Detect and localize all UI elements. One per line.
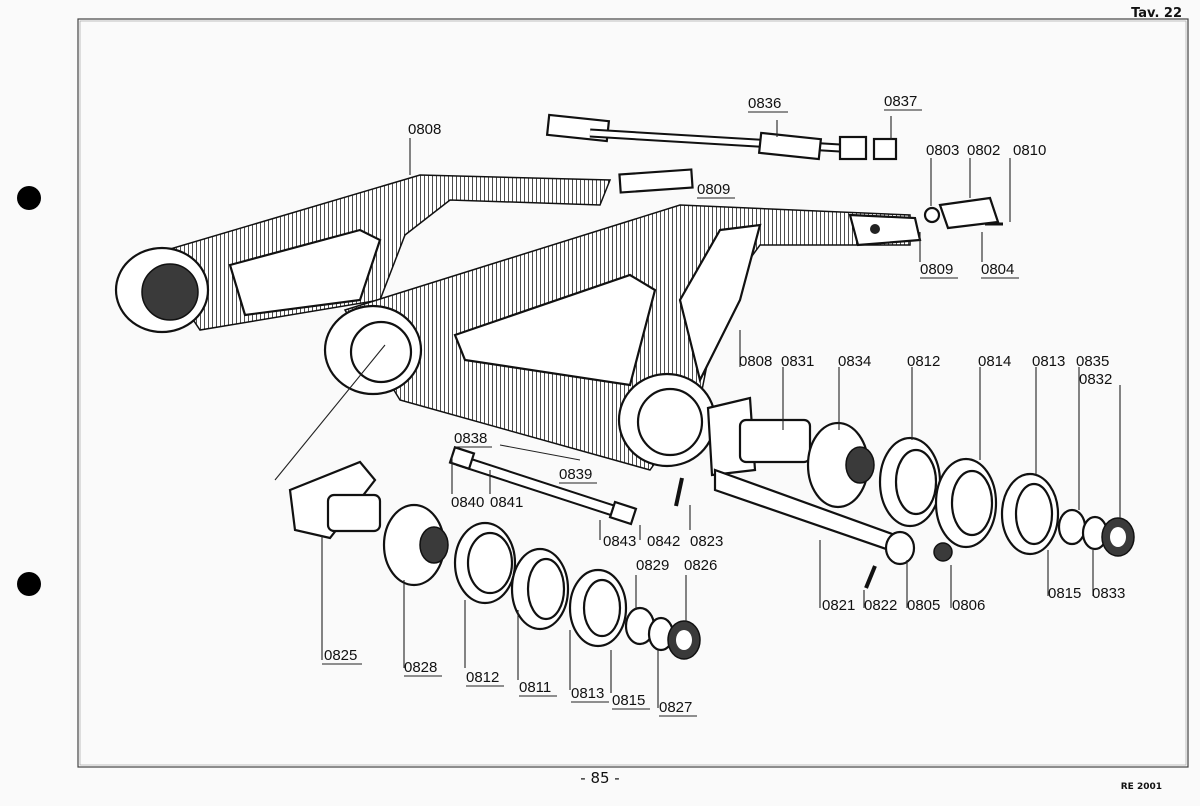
callout-0835: 0835 xyxy=(1076,353,1109,370)
left-hub-assembly xyxy=(288,460,701,660)
callout-0804: 0804 xyxy=(981,261,1014,278)
callout-0825: 0825 xyxy=(324,647,357,664)
right-hub-assembly xyxy=(674,396,1135,589)
leader-lines xyxy=(274,116,1121,708)
callout-0840: 0840 xyxy=(451,494,484,511)
callout-0831: 0831 xyxy=(781,353,814,370)
callout-0810: 0810 xyxy=(1013,142,1046,159)
callout-0812-left: 0812 xyxy=(466,669,499,686)
callout-0811: 0811 xyxy=(519,679,551,696)
document-code: RE 2001 xyxy=(1120,782,1162,792)
callout-0802: 0802 xyxy=(967,142,1000,159)
callout-0822: 0822 xyxy=(864,597,897,614)
callout-0805: 0805 xyxy=(907,597,940,614)
callout-0812-right: 0812 xyxy=(907,353,940,370)
callout-0843: 0843 xyxy=(603,533,636,550)
callout-0832: 0832 xyxy=(1079,371,1112,388)
callout-0808-top: 0808 xyxy=(408,121,441,138)
shaft-0839 xyxy=(448,445,638,526)
callout-0838: 0838 xyxy=(454,430,487,447)
callout-0837: 0837 xyxy=(884,93,917,110)
binder-hole-top xyxy=(17,186,41,210)
callout-0813-left: 0813 xyxy=(571,685,604,702)
callout-0842: 0842 xyxy=(647,533,680,550)
link-rod-0836 xyxy=(545,113,898,161)
callout-0839: 0839 xyxy=(559,466,592,483)
callout-0836: 0836 xyxy=(748,95,781,112)
callout-0823: 0823 xyxy=(690,533,723,550)
callout-0829: 0829 xyxy=(636,557,669,574)
callout-0809-right: 0809 xyxy=(920,261,953,278)
callout-0809-top: 0809 xyxy=(697,181,730,198)
page-frame xyxy=(77,18,1189,768)
callout-0808-mid: 0808 xyxy=(739,353,772,370)
callout-0803: 0803 xyxy=(926,142,959,159)
callout-0806: 0806 xyxy=(952,597,985,614)
callout-0834: 0834 xyxy=(838,353,871,370)
swingarm-drawing xyxy=(114,174,922,471)
plate-number: Tav. 22 xyxy=(1131,6,1182,21)
callout-labels: 0808 0836 0837 0803 0802 0810 0809 0809 … xyxy=(322,93,1125,717)
plate-0809 xyxy=(618,168,694,194)
binder-hole-bottom xyxy=(17,572,41,596)
page-number: - 85 - xyxy=(580,769,620,787)
callout-0814: 0814 xyxy=(978,353,1011,370)
callout-0826: 0826 xyxy=(684,557,717,574)
callout-0841: 0841 xyxy=(490,494,523,511)
callout-0827: 0827 xyxy=(659,699,692,716)
callout-0821: 0821 xyxy=(822,597,855,614)
callout-0815-left: 0815 xyxy=(612,692,645,709)
callout-0828: 0828 xyxy=(404,659,437,676)
callout-0815-right: 0815 xyxy=(1048,585,1081,602)
callout-0813-right: 0813 xyxy=(1032,353,1065,370)
clevis-0802 xyxy=(923,196,1003,230)
callout-0833: 0833 xyxy=(1092,585,1125,602)
